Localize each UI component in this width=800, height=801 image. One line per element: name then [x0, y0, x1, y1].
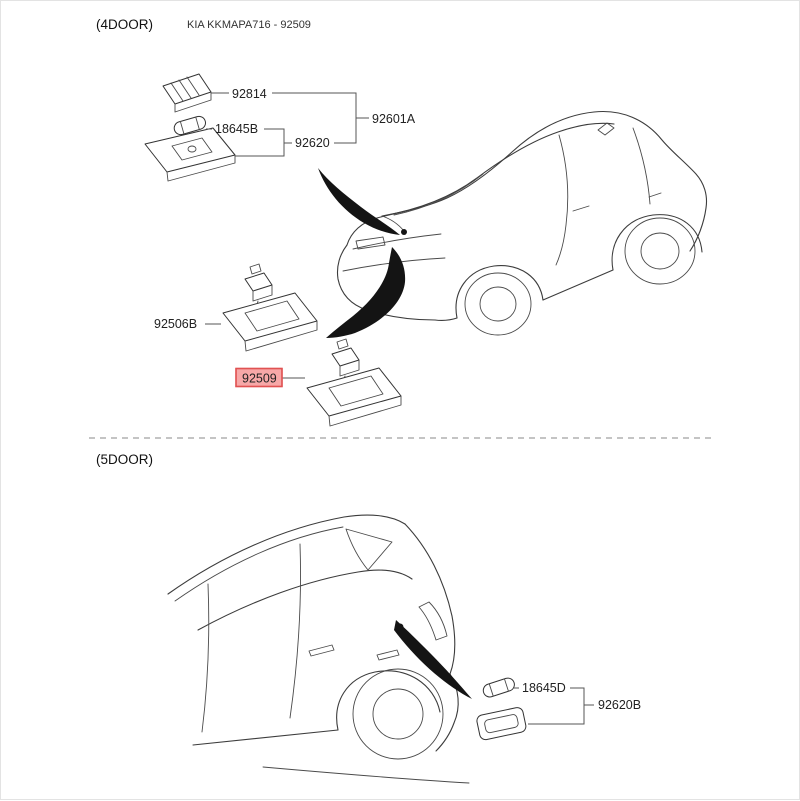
lamp-location-dot-4door: [401, 229, 407, 235]
leader-lines-5door: [514, 687, 594, 725]
label-92814[interactable]: 92814: [232, 87, 267, 101]
label-92620[interactable]: 92620: [295, 136, 330, 150]
label-18645D[interactable]: 18645D: [522, 681, 566, 695]
part-18645D-bulb: [482, 677, 515, 698]
label-92601A[interactable]: 92601A: [372, 112, 416, 126]
highlighted-part-callout[interactable]: 92509: [235, 367, 283, 388]
section-4door-title: (4DOOR): [96, 17, 153, 32]
part-92620B-lamp: [476, 707, 527, 741]
catalog-code: KIA KKMAPA716 - 92509: [187, 19, 311, 31]
label-92506B[interactable]: 92506B: [154, 317, 197, 331]
leader-lines-4door: [205, 92, 369, 379]
pointer-arrow-5door: [394, 620, 472, 699]
label-18645B[interactable]: 18645B: [215, 122, 258, 136]
highlight-box-border: [235, 367, 283, 388]
part-92509-license-lamp: [306, 338, 402, 427]
section-5door-title: (5DOOR): [96, 452, 153, 467]
part-18645B-bulb: [173, 115, 206, 136]
sedan-4door-drawing: [336, 110, 708, 336]
part-92814-lens-cover: [162, 73, 212, 113]
label-92620B[interactable]: 92620B: [598, 698, 641, 712]
pointer-arrows-4door: [318, 168, 406, 338]
part-92620-housing: [144, 127, 236, 182]
hatchback-5door-drawing: [167, 514, 470, 784]
part-92506B-license-lamp: [222, 263, 318, 352]
label-92509[interactable]: 92509: [242, 372, 277, 386]
